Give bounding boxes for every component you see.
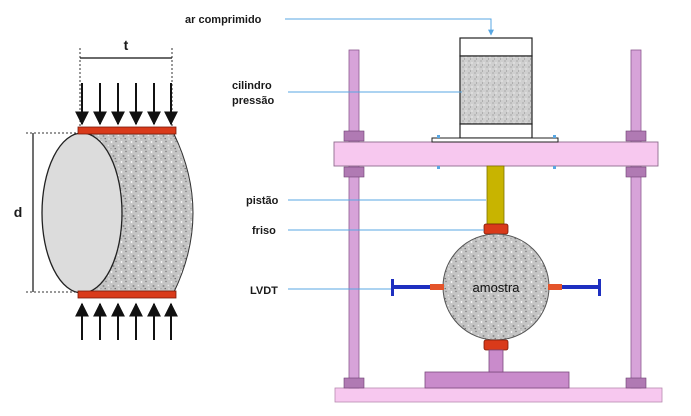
cylinder-label-line1: cilindro xyxy=(232,80,272,92)
test-apparatus: amostra ar comprimido cilindro pressão p… xyxy=(185,14,662,402)
specimen-view: t d xyxy=(14,37,193,340)
bottom-load-strip xyxy=(78,291,176,298)
bottom-load-arrows xyxy=(82,304,171,340)
base-platen xyxy=(425,372,569,388)
lvdt-label: LVDT xyxy=(250,285,278,297)
compressed-air-label: ar comprimido xyxy=(185,14,262,26)
right-guide-rod xyxy=(626,50,646,388)
cylinder-label-line2: pressão xyxy=(232,95,274,107)
thickness-label: t xyxy=(124,37,129,53)
top-load-strip xyxy=(78,127,176,134)
pressure-cylinder xyxy=(432,38,558,142)
sample-label: amostra xyxy=(473,280,521,295)
piston-rod xyxy=(487,166,504,224)
cross-beam xyxy=(334,142,658,166)
lower-support xyxy=(489,350,503,372)
strip-label: friso xyxy=(252,225,276,237)
lvdt-right xyxy=(548,279,601,296)
lvdt-left xyxy=(391,279,444,296)
diameter-label: d xyxy=(14,204,23,220)
left-guide-rod xyxy=(344,50,364,388)
base-plate xyxy=(335,388,662,402)
lower-strip xyxy=(484,340,508,350)
top-load-arrows xyxy=(82,83,171,124)
thickness-dimension: t xyxy=(80,37,172,128)
upper-strip xyxy=(484,224,508,234)
piston-label: pistão xyxy=(246,195,279,207)
specimen-cylinder xyxy=(42,133,193,293)
